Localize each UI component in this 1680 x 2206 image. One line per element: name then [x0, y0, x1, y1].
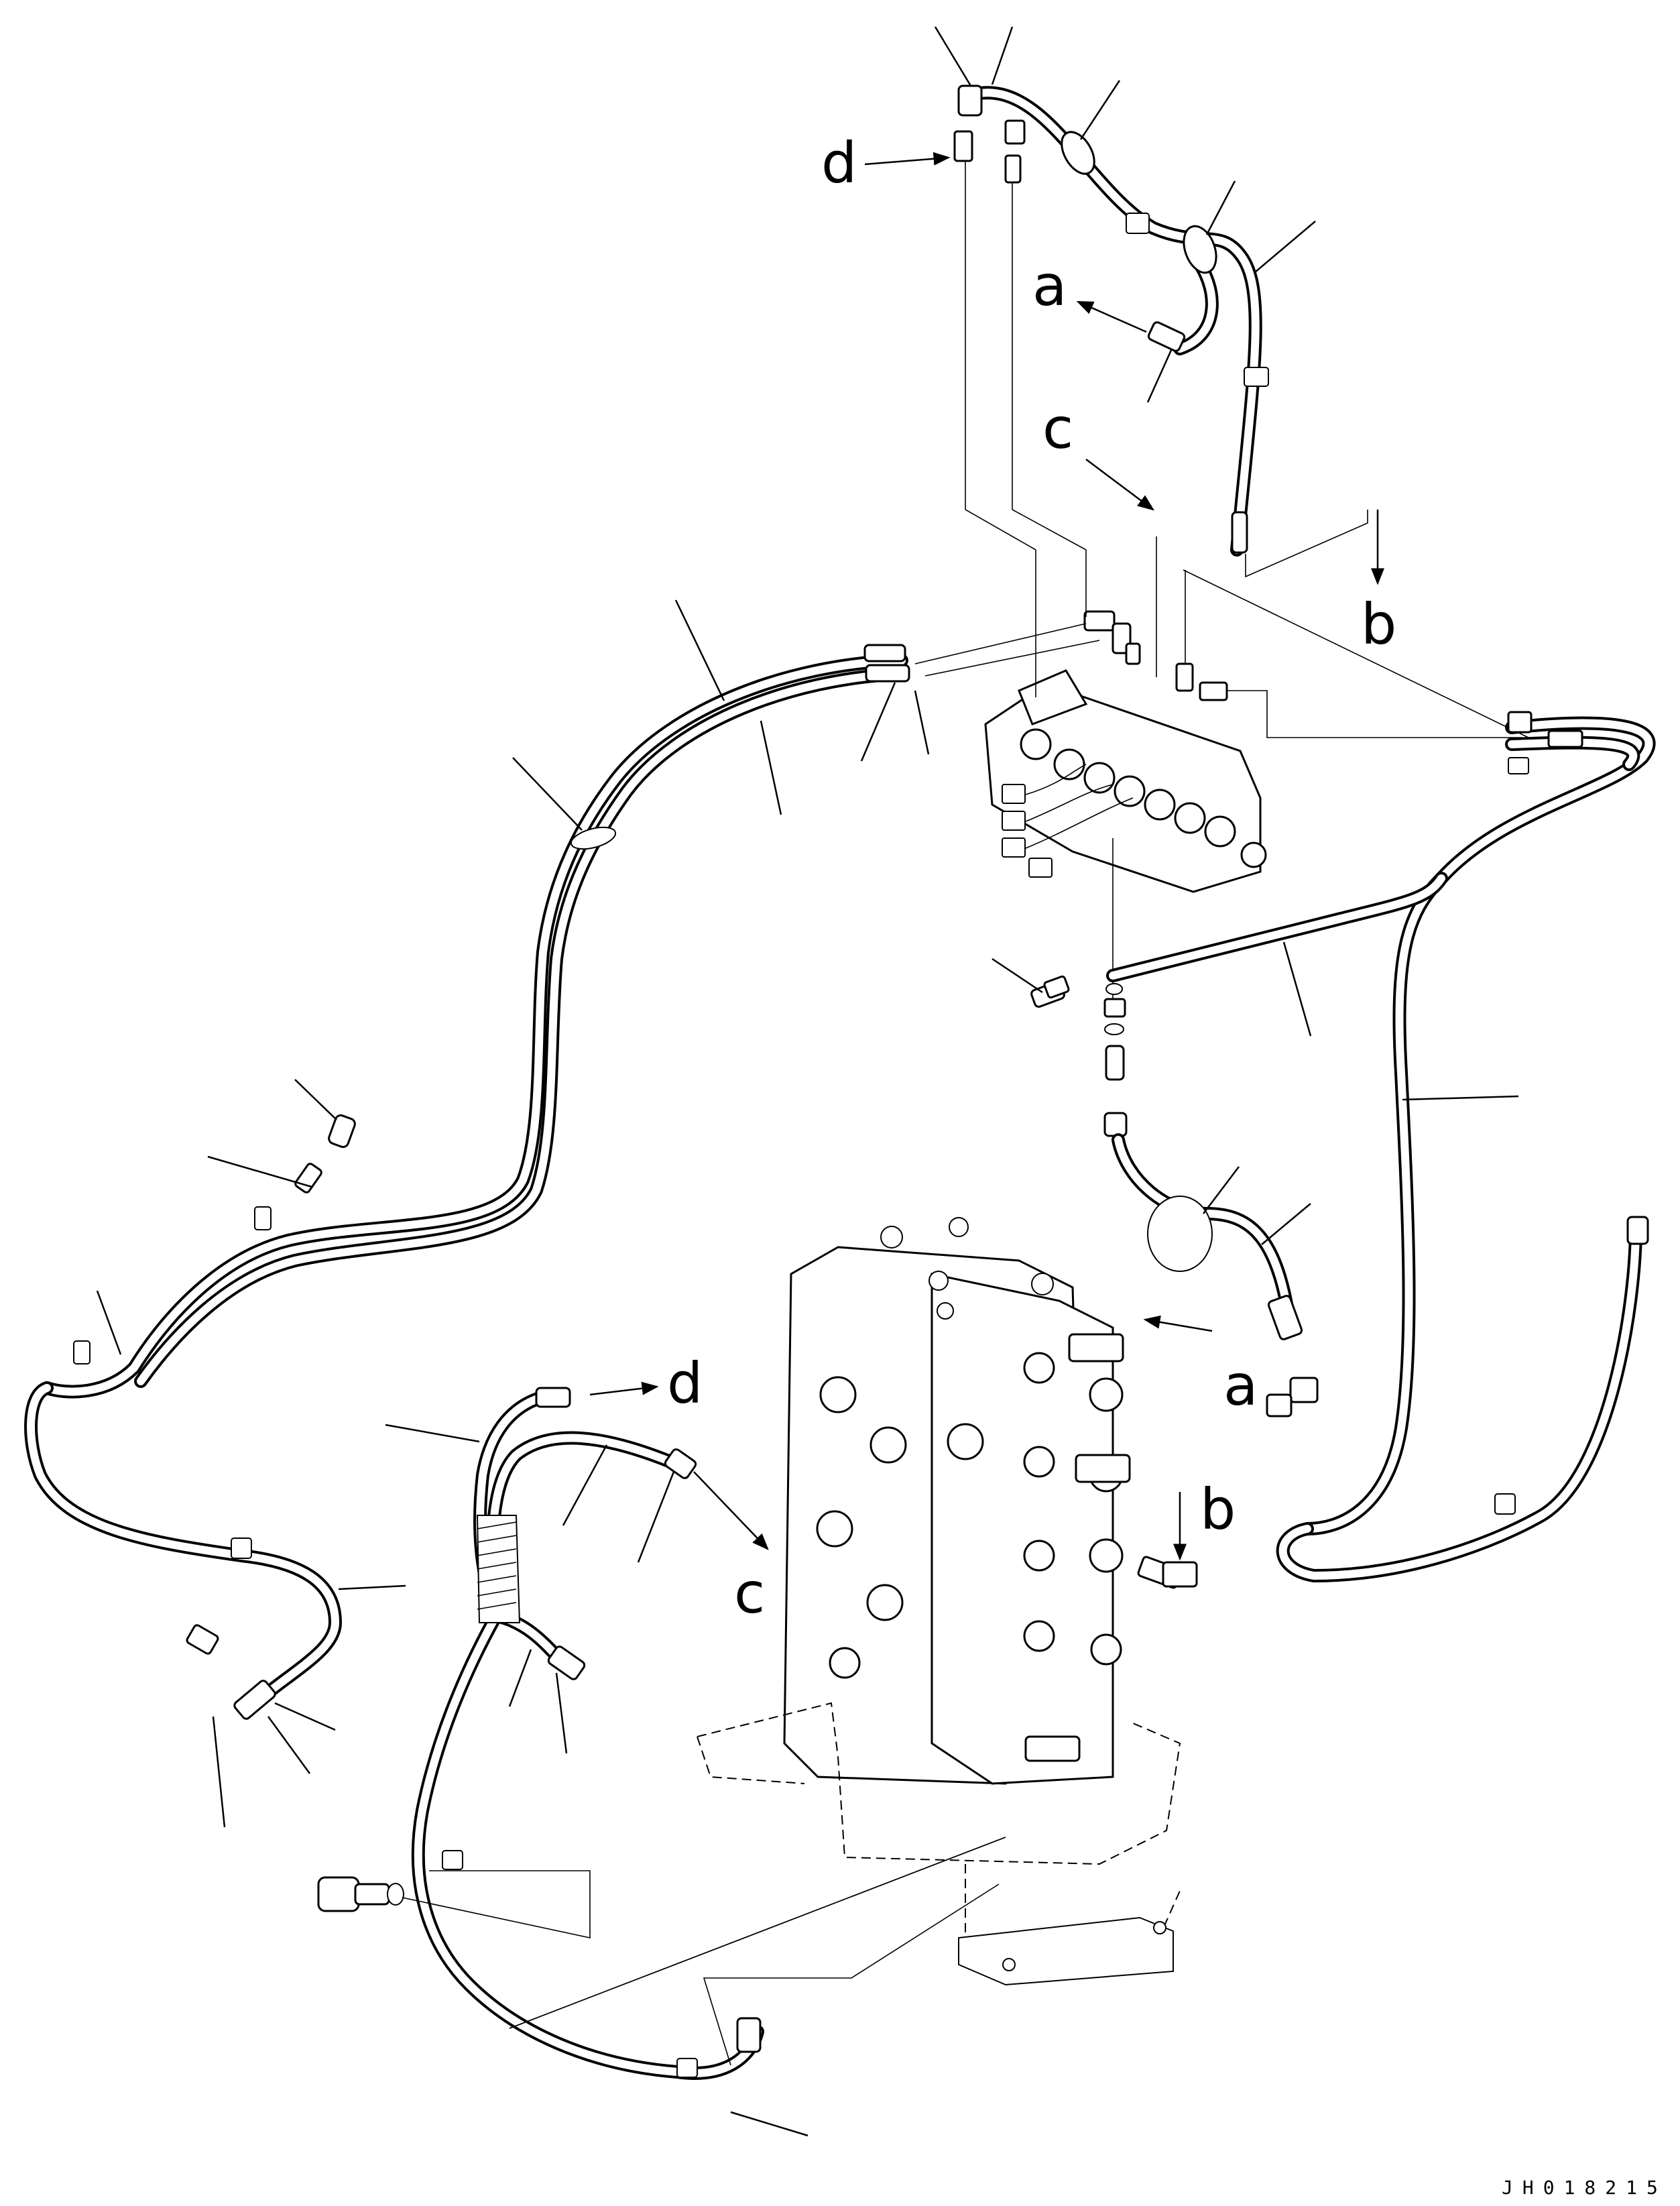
long-left-hose-pair: [24, 599, 930, 1828]
guide-line: [924, 640, 1100, 677]
guide-line: [965, 509, 1036, 550]
left-hose-leaders: [96, 599, 930, 1828]
callout-a-top: a: [1032, 253, 1147, 333]
callout-d-top: d: [821, 130, 951, 196]
guide-line: [1183, 569, 1529, 738]
valve-bracket: [697, 1702, 1181, 1986]
right-hose-leaders: [1282, 941, 1519, 1101]
right-hose-fittings: [1494, 711, 1649, 1515]
valve-spools: [1020, 728, 1267, 868]
top-hose-assembly: [934, 26, 1316, 557]
callout-letter-a: a: [1223, 1352, 1258, 1418]
callout-letter-b: b: [1200, 1476, 1236, 1542]
guide-line: [703, 1883, 1000, 2066]
guide-line: [402, 1870, 591, 1938]
lower-hose-fittings: [442, 1387, 762, 2078]
guide-line: [509, 1837, 1006, 2029]
lower-hose-leaders: [385, 1424, 808, 2137]
callout-a-bottom: a: [1143, 1315, 1258, 1418]
callout-d-bottom: d: [589, 1350, 703, 1416]
valve-body-bolts: [880, 1217, 1054, 1320]
callout-letter-a: a: [1032, 253, 1067, 318]
callout-letter-d: d: [667, 1350, 703, 1416]
hose-clamp: [1061, 131, 1269, 387]
callout-c-top: c: [1042, 396, 1154, 511]
guide-line: [1012, 509, 1087, 550]
coiled-hose: [1112, 1133, 1311, 1340]
right-long-hose: [1106, 711, 1656, 1582]
guide-line: [1227, 690, 1522, 738]
fitting-stack: [992, 957, 1128, 1137]
valve-port-fittings: [1162, 1377, 1319, 1588]
callout-letter-d: d: [821, 130, 857, 196]
callout-b-bottom: b: [1173, 1476, 1236, 1561]
top-hose-end-fittings: [1147, 321, 1248, 554]
left-hose-end-fittings: [186, 644, 910, 1720]
top-elbow-fitting: [953, 84, 1026, 184]
solenoid-valve-block: [914, 509, 1529, 1006]
callout-letter-c: c: [1042, 396, 1073, 461]
callout-letter-b: b: [1361, 591, 1396, 657]
solenoid-connectors: [1002, 764, 1134, 878]
lower-hose-group: [317, 1387, 1006, 2137]
top-hose-leaders: [934, 26, 1316, 403]
left-hose-clamps: [73, 826, 617, 1559]
callout-c-bottom: c: [693, 1471, 769, 1626]
guide-line: [914, 623, 1087, 664]
callout-letter-c: c: [734, 1560, 765, 1626]
main-control-valve: [697, 1217, 1319, 1986]
valve-spool-caps: [816, 1352, 1124, 1679]
guide-line: [1245, 510, 1368, 578]
callout-b-top: b: [1361, 510, 1396, 657]
valve-block-fittings: [1083, 610, 1228, 701]
banjo-bolt: [317, 1876, 404, 1912]
figure-code: JH018215: [1502, 2176, 1667, 2199]
